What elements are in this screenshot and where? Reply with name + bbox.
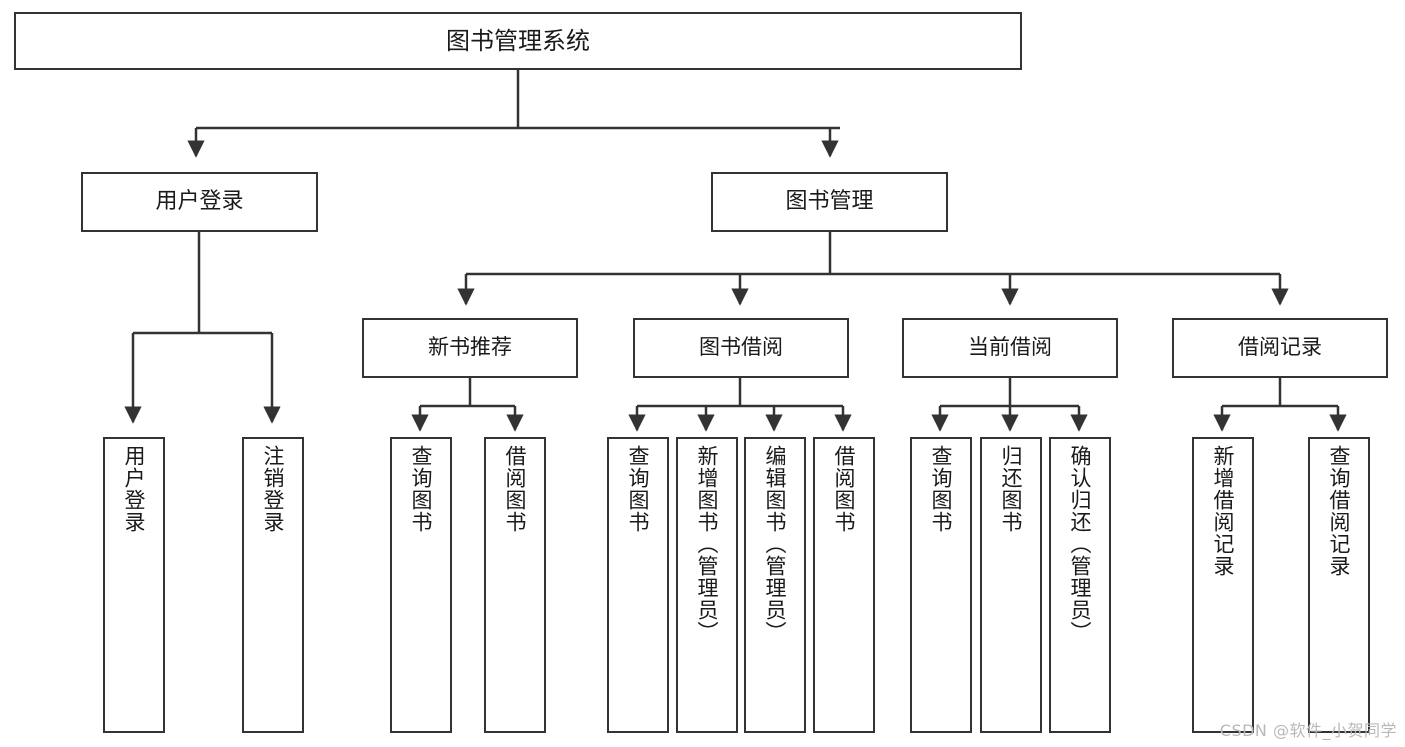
node-new-book-recommend[interactable]: 新书推荐 bbox=[362, 318, 578, 378]
leaf-return-book[interactable]: 归还图书 bbox=[980, 437, 1042, 733]
leaf-borrow-book-label: 借阅图书 bbox=[832, 445, 857, 533]
leaf-add-book-label: 新增图书（管理员） bbox=[695, 445, 720, 643]
node-book-manage[interactable]: 图书管理 bbox=[711, 172, 948, 232]
node-root[interactable]: 图书管理系统 bbox=[14, 12, 1022, 70]
node-borrow-record[interactable]: 借阅记录 bbox=[1172, 318, 1388, 378]
node-current-borrow-label: 当前借阅 bbox=[968, 335, 1052, 360]
leaf-user-login-label: 用户登录 bbox=[122, 445, 147, 533]
leaf-add-book[interactable]: 新增图书（管理员） bbox=[676, 437, 738, 733]
leaf-query-book-cur-label: 查询图书 bbox=[929, 445, 954, 533]
leaf-borrow-book-rec-label: 借阅图书 bbox=[503, 445, 528, 533]
leaf-borrow-book[interactable]: 借阅图书 bbox=[813, 437, 875, 733]
node-root-label: 图书管理系统 bbox=[446, 26, 590, 55]
node-book-borrow[interactable]: 图书借阅 bbox=[633, 318, 849, 378]
leaf-edit-book[interactable]: 编辑图书（管理员） bbox=[744, 437, 806, 733]
leaf-query-record-label: 查询借阅记录 bbox=[1327, 445, 1352, 577]
leaf-query-book-bor-label: 查询图书 bbox=[626, 445, 651, 533]
node-book-manage-label: 图书管理 bbox=[785, 188, 874, 214]
leaf-return-book-label: 归还图书 bbox=[999, 445, 1024, 533]
leaf-query-book-rec[interactable]: 查询图书 bbox=[390, 437, 452, 733]
leaf-query-record[interactable]: 查询借阅记录 bbox=[1308, 437, 1370, 733]
node-user-login[interactable]: 用户登录 bbox=[81, 172, 318, 232]
leaf-user-logout[interactable]: 注销登录 bbox=[242, 437, 304, 733]
leaf-add-record[interactable]: 新增借阅记录 bbox=[1192, 437, 1254, 733]
leaf-query-book-cur[interactable]: 查询图书 bbox=[910, 437, 972, 733]
leaf-borrow-book-rec[interactable]: 借阅图书 bbox=[484, 437, 546, 733]
node-new-book-recommend-label: 新书推荐 bbox=[428, 335, 512, 360]
node-book-borrow-label: 图书借阅 bbox=[699, 335, 783, 360]
leaf-user-login[interactable]: 用户登录 bbox=[103, 437, 165, 733]
csdn-watermark: CSDN @软件_小贺同学 bbox=[1219, 721, 1397, 740]
leaf-confirm-return[interactable]: 确认归还（管理员） bbox=[1049, 437, 1111, 733]
leaf-add-record-label: 新增借阅记录 bbox=[1211, 445, 1236, 577]
node-current-borrow[interactable]: 当前借阅 bbox=[902, 318, 1118, 378]
node-user-login-label: 用户登录 bbox=[155, 188, 244, 214]
leaf-confirm-return-label: 确认归还（管理员） bbox=[1068, 445, 1093, 643]
leaf-query-book-bor[interactable]: 查询图书 bbox=[607, 437, 669, 733]
node-borrow-record-label: 借阅记录 bbox=[1238, 335, 1322, 360]
leaf-edit-book-label: 编辑图书（管理员） bbox=[763, 445, 788, 643]
leaf-query-book-rec-label: 查询图书 bbox=[409, 445, 434, 533]
leaf-user-logout-label: 注销登录 bbox=[261, 445, 286, 533]
